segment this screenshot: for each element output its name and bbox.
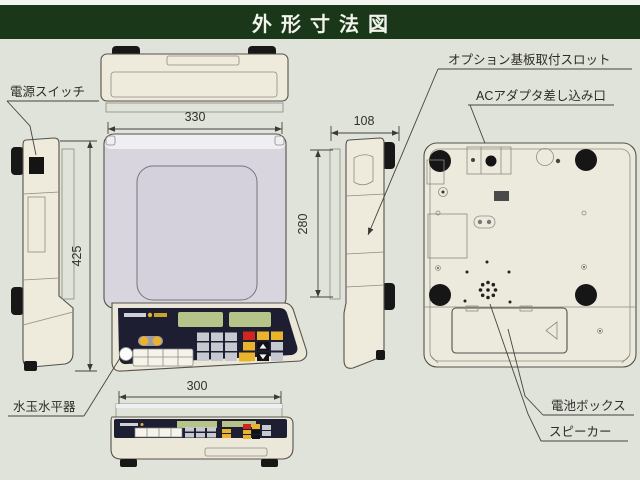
bottom-left-detail <box>426 159 468 259</box>
lcd-display-left <box>178 312 223 327</box>
rear-body <box>100 53 289 102</box>
screw <box>555 158 561 164</box>
rear-view <box>100 46 289 113</box>
keypad-function-keys <box>243 331 283 361</box>
callout-power-switch: 電源スイッチ <box>6 85 99 156</box>
platform-plate <box>136 165 258 301</box>
side2-foot-top <box>382 142 395 169</box>
elev-keypad-keys <box>120 421 271 439</box>
front-view: 330 <box>103 110 308 372</box>
side-platform-edge <box>61 148 75 300</box>
elev-platform-highlight <box>116 404 282 408</box>
tare-indicator <box>138 336 163 346</box>
bottom-inner-line <box>429 148 631 362</box>
page-title: 外形寸法図 <box>252 13 397 36</box>
bubble-level <box>119 347 133 361</box>
bottom-foot <box>429 150 451 172</box>
side-foot-base <box>24 361 37 371</box>
platform-corner-right <box>274 135 285 146</box>
bottom-port <box>494 191 509 201</box>
power-switch <box>29 157 44 174</box>
label-speaker: スピーカー <box>549 425 612 439</box>
front-elevation-view: 300 <box>110 379 294 467</box>
down-arrow-icon <box>259 354 267 360</box>
bottom-hole <box>536 148 554 166</box>
elev-foot-right <box>261 459 278 467</box>
dim-side-height: 280 <box>296 214 310 235</box>
bottom-foot <box>429 284 451 306</box>
bottom-connector <box>473 215 496 229</box>
bottom-foot <box>575 284 597 306</box>
platform-corner-left <box>105 135 116 146</box>
side-foot-top <box>11 147 24 175</box>
label-option-slot: オプション基板取付スロット <box>448 53 611 67</box>
rear-slot <box>166 55 240 66</box>
side-body <box>22 137 74 368</box>
platform-highlight <box>104 134 286 149</box>
rear-recess <box>110 71 278 98</box>
left-side-view <box>11 137 75 371</box>
callout-battery-box: 電池ボックス <box>507 328 634 416</box>
elev-foot-left <box>120 459 137 467</box>
brand-logo <box>124 312 167 318</box>
bottom-foot <box>575 149 597 171</box>
callout-bubble-level: 水玉水平器 <box>8 357 121 417</box>
dim-front-width: 330 <box>185 110 206 124</box>
callout-ac-adapter: ACアダプタ差し込み口 <box>468 88 614 157</box>
elev-recess <box>204 447 268 457</box>
dimension-425: 425 <box>60 140 97 372</box>
battery-box <box>451 305 568 354</box>
label-ac-adapter: ACアダプタ差し込み口 <box>476 88 606 103</box>
dim-side-depth: 108 <box>354 114 375 128</box>
callout-speaker: スピーカー <box>489 303 628 442</box>
side2-platform-edge <box>329 148 341 300</box>
lcd-display-right <box>229 312 271 327</box>
side2-foot-base <box>376 350 385 360</box>
side-foot-bottom <box>11 287 24 315</box>
label-power-switch: 電源スイッチ <box>10 85 85 99</box>
dim-base-width: 300 <box>187 379 208 393</box>
keypad-white-keys <box>132 348 194 367</box>
right-side-view: 108 <box>329 114 400 369</box>
side2-foot-bottom <box>382 283 395 310</box>
title-bar: 外形寸法図 <box>0 5 640 39</box>
label-battery-box: 電池ボックス <box>551 399 626 413</box>
rear-platform-edge <box>105 102 284 113</box>
speaker-holes <box>463 260 512 304</box>
battery-door-arrow <box>545 321 558 340</box>
dimension-280: 280 <box>296 149 333 298</box>
side-slot-opening <box>27 196 46 253</box>
dim-front-height: 425 <box>70 246 84 267</box>
callout-option-slot: オプション基板取付スロット <box>367 53 632 236</box>
ac-adapter-port <box>466 146 512 175</box>
up-arrow-icon <box>259 343 267 349</box>
label-bubble-level: 水玉水平器 <box>13 400 76 414</box>
bottom-view <box>423 142 637 368</box>
